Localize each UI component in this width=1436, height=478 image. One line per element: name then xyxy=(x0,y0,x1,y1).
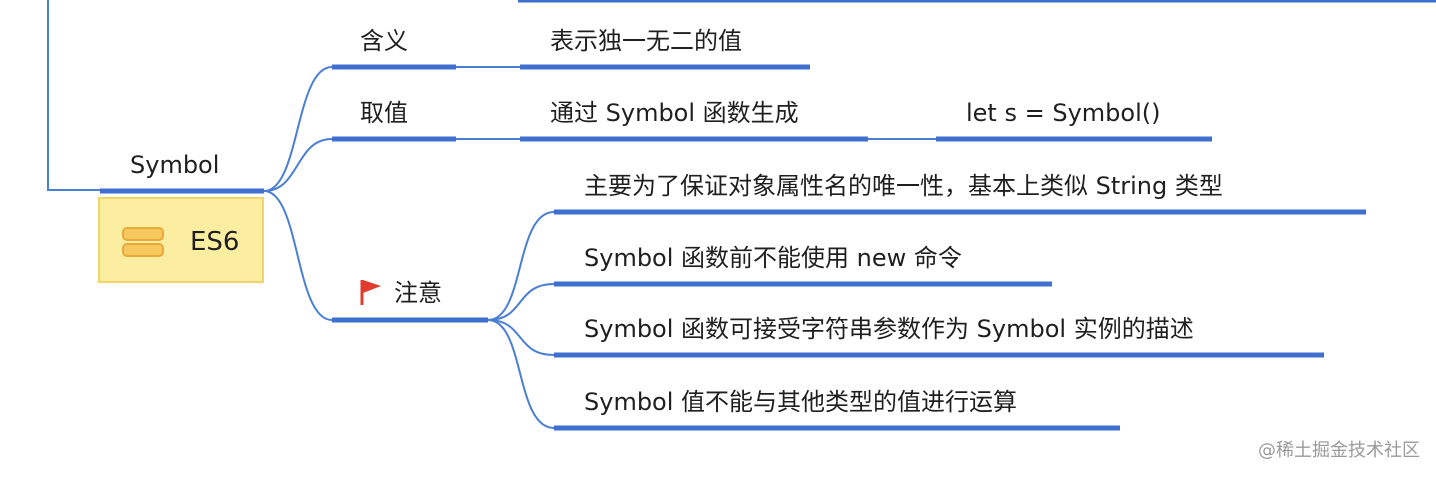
node-notice-2[interactable]: Symbol 函数前不能使用 new 命令 xyxy=(584,244,962,272)
node-meaning[interactable]: 含义 xyxy=(360,27,408,55)
connector-notice-2 xyxy=(487,283,555,321)
node-notice[interactable]: 注意 xyxy=(394,279,442,307)
branch-line-value xyxy=(263,138,333,192)
root-note-box[interactable]: ES6 xyxy=(98,197,264,283)
node-notice-3[interactable]: Symbol 函数可接受字符串参数作为 Symbol 实例的描述 xyxy=(584,315,1194,343)
node-meaning-unique-value[interactable]: 表示独一无二的值 xyxy=(550,27,742,55)
parent-connector xyxy=(47,0,100,191)
watermark: @稀土掘金技术社区 xyxy=(1258,440,1420,461)
node-notice-4[interactable]: Symbol 值不能与其他类型的值进行运算 xyxy=(584,388,1018,416)
connector-notice-1 xyxy=(487,211,555,321)
connector-notice-4 xyxy=(487,319,555,429)
node-value-let-s[interactable]: let s = Symbol() xyxy=(966,99,1161,127)
red-flag-icon xyxy=(360,280,381,305)
branch-line-meaning xyxy=(263,66,333,192)
note-label: ES6 xyxy=(190,227,240,257)
node-value-symbol-function[interactable]: 通过 Symbol 函数生成 xyxy=(550,99,799,127)
node-value[interactable]: 取值 xyxy=(360,99,408,127)
branch-line-notice xyxy=(263,190,333,321)
connector-notice-3 xyxy=(487,319,555,356)
root-node-symbol[interactable]: Symbol xyxy=(130,151,220,179)
notes-icon xyxy=(122,225,164,259)
node-notice-1[interactable]: 主要为了保证对象属性名的唯一性，基本上类似 String 类型 xyxy=(584,172,1223,200)
